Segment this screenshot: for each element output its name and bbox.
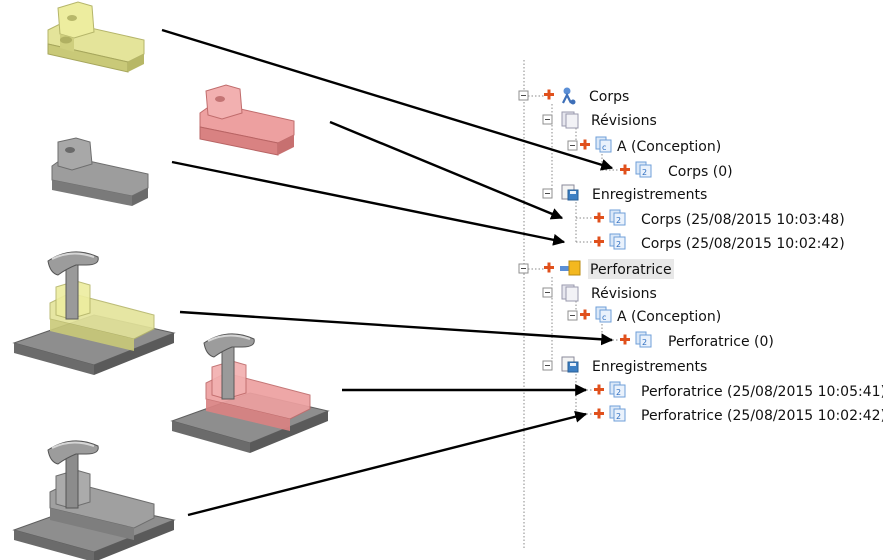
arrow-grey-assembly [187, 410, 588, 517]
selection-highlight [588, 259, 674, 279]
tree-connectors [523, 60, 618, 550]
collapse-toggle-icon[interactable] [542, 188, 553, 199]
tree-label: Enregistrements [592, 187, 707, 203]
saves-folder-icon [561, 184, 579, 201]
version-icon: 2 [609, 381, 626, 398]
svg-text:2: 2 [616, 240, 621, 249]
arrow-yellow-part [161, 28, 614, 171]
collapse-toggle-icon[interactable] [567, 140, 578, 151]
arrow-yellow-assembly [179, 310, 614, 346]
tree-node-perforatrice[interactable]: Perforatrice [518, 259, 674, 279]
tree-node-perf-save-2[interactable]: 2 Perforatrice (25/08/2015 10:02:42) [594, 405, 883, 424]
tree-label: Corps (0) [668, 164, 733, 180]
version-icon: 2 [635, 331, 652, 348]
tree-label: Corps (25/08/2015 10:02:42) [641, 236, 845, 252]
red-assembly-model-icon [170, 333, 330, 453]
version-icon: 2 [609, 233, 626, 250]
tree-label: Perforatrice (25/08/2015 10:02:42) [641, 408, 883, 424]
plus-icon [580, 309, 590, 320]
svg-text:2: 2 [642, 338, 647, 347]
plus-icon [544, 89, 554, 100]
collapse-toggle-icon[interactable] [542, 114, 553, 125]
revisions-folder-icon [561, 284, 579, 302]
plus-icon [620, 334, 630, 345]
collapse-toggle-icon[interactable] [518, 90, 529, 101]
tree-label: Corps [589, 89, 629, 105]
grey-part-model-icon [51, 137, 149, 206]
plus-icon [594, 408, 604, 419]
plus-icon [594, 212, 604, 223]
assembly-icon [562, 87, 576, 105]
tree-node-corps-revisions[interactable]: Révisions [542, 111, 657, 129]
tree-label: Perforatrice (0) [668, 334, 774, 350]
tree-label: Corps (25/08/2015 10:03:48) [641, 212, 845, 228]
svg-text:c: c [602, 143, 606, 152]
tree-node-corps[interactable]: Corps [518, 87, 629, 106]
yellow-assembly-model-icon [12, 251, 176, 375]
tree-node-corps-rev-a[interactable]: c A (Conception) [567, 136, 721, 155]
svg-text:2: 2 [616, 216, 621, 225]
revision-icon: c [595, 136, 612, 153]
saves-folder-icon [561, 356, 579, 373]
yellow-part-model-icon [47, 1, 145, 73]
svg-text:c: c [602, 313, 606, 322]
part-icon [560, 260, 581, 276]
tree-label: A (Conception) [617, 309, 721, 325]
tree-node-corps-saves[interactable]: Enregistrements [542, 184, 707, 203]
tree-node-perf-save-1[interactable]: 2 Perforatrice (25/08/2015 10:05:41) [594, 381, 883, 400]
collapse-toggle-icon[interactable] [542, 360, 553, 371]
grey-assembly-model-icon [12, 440, 176, 560]
svg-text:2: 2 [616, 412, 621, 421]
plus-icon [544, 262, 554, 273]
revision-icon: c [595, 306, 612, 323]
tree-label: A (Conception) [617, 139, 721, 155]
plus-icon [620, 164, 630, 175]
tree-node-perf-rev-a-item[interactable]: 2 Perforatrice (0) [620, 331, 774, 350]
arrow-red-part [329, 120, 564, 220]
svg-text:2: 2 [642, 168, 647, 177]
collapse-toggle-icon[interactable] [518, 263, 529, 274]
tree-label: Enregistrements [592, 359, 707, 375]
collapse-toggle-icon[interactable] [567, 310, 578, 321]
collapse-toggle-icon[interactable] [542, 287, 553, 298]
tree-node-corps-save-2[interactable]: 2 Corps (25/08/2015 10:02:42) [594, 233, 845, 252]
version-icon: 2 [609, 209, 626, 226]
tree-node-corps-save-1[interactable]: 2 Corps (25/08/2015 10:03:48) [594, 209, 845, 228]
tree-node-perf-rev-a[interactable]: c A (Conception) [567, 306, 721, 325]
tree-node-perf-saves[interactable]: Enregistrements [542, 356, 707, 375]
red-part-model-icon [199, 84, 295, 156]
arrows [161, 28, 614, 517]
tree-label: Révisions [591, 113, 657, 129]
plus-icon [580, 139, 590, 150]
arrow-grey-part [171, 160, 566, 246]
tree-label: Perforatrice [590, 262, 672, 278]
version-icon: 2 [635, 161, 652, 178]
tree-label: Perforatrice (25/08/2015 10:05:41) [641, 384, 883, 400]
plus-icon [594, 384, 604, 395]
tree-node-corps-rev-a-item[interactable]: 2 Corps (0) [620, 161, 733, 180]
version-icon: 2 [609, 405, 626, 422]
revisions-folder-icon [561, 111, 579, 129]
svg-text:2: 2 [616, 388, 621, 397]
plus-icon [594, 236, 604, 247]
tree-label: Révisions [591, 286, 657, 302]
tree-node-perf-revisions[interactable]: Révisions [542, 284, 657, 302]
